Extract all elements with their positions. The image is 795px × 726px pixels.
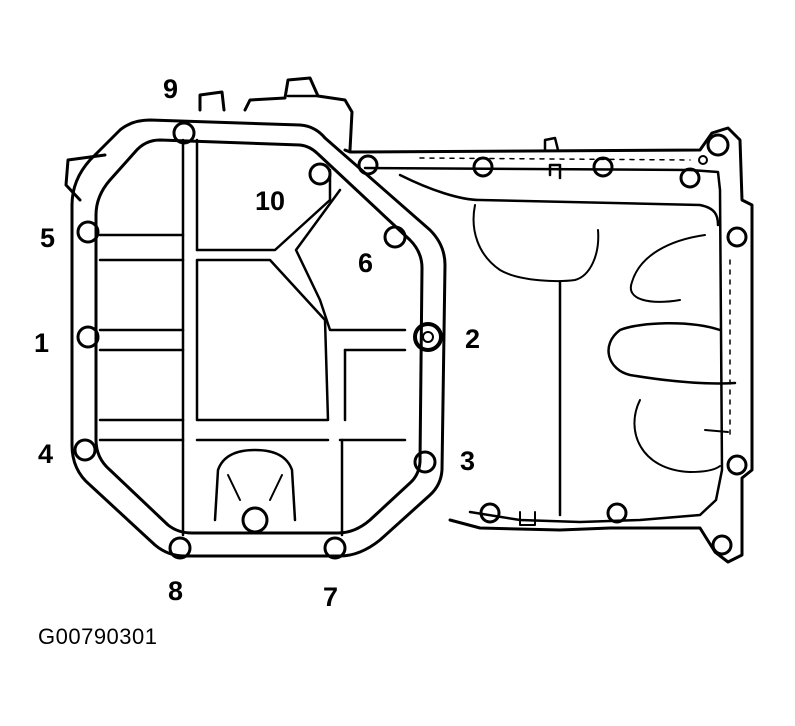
callout-7: 7 bbox=[323, 582, 338, 612]
callout-1: 1 bbox=[34, 328, 49, 358]
callout-5: 5 bbox=[40, 223, 55, 253]
callout-8: 8 bbox=[168, 576, 183, 606]
callout-2: 2 bbox=[465, 324, 480, 354]
crankcase-section bbox=[343, 126, 754, 564]
figure-id: G00790301 bbox=[38, 624, 158, 649]
callout-6: 6 bbox=[358, 248, 373, 278]
bolt-sequence-callouts: 9 10 5 6 1 2 4 3 8 7 bbox=[34, 74, 480, 612]
callout-10: 10 bbox=[255, 186, 285, 216]
sump-section bbox=[64, 76, 447, 560]
callout-3: 3 bbox=[460, 446, 475, 476]
oil-pan-drawing bbox=[64, 76, 754, 564]
callout-4: 4 bbox=[38, 439, 53, 469]
callout-9: 9 bbox=[163, 74, 178, 104]
